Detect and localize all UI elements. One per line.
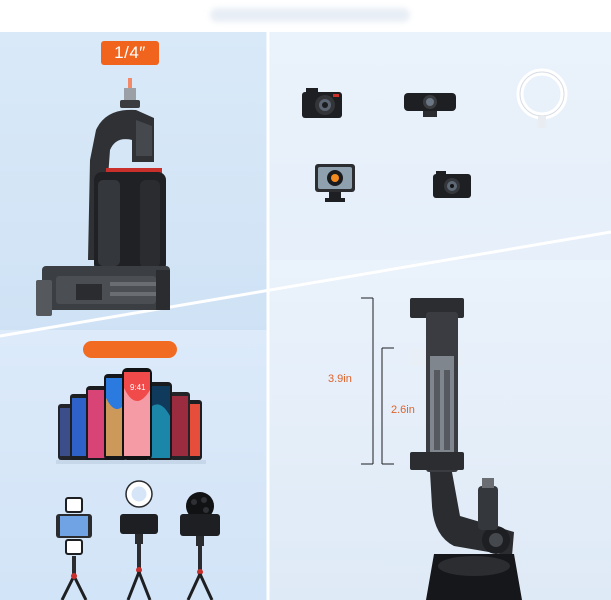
phone-mount-head-image xyxy=(36,78,170,316)
inner-height-dimension-bracket xyxy=(381,347,394,465)
screw-tip xyxy=(128,78,132,94)
outer-height-dimension-bracket xyxy=(361,297,374,465)
clamp-lower-jaw xyxy=(410,452,464,470)
screw-thread xyxy=(124,88,136,102)
screw-size-label: 1/4″ xyxy=(114,43,146,62)
top-caption-strip xyxy=(0,0,611,32)
microphone-tripod-icon xyxy=(180,492,220,600)
action-camera-icon xyxy=(315,164,355,202)
orange-caption-bar xyxy=(83,341,177,358)
outer-height-label: 3.9in xyxy=(328,373,352,385)
camera-icon xyxy=(302,88,342,118)
phone-clock: 9:41 xyxy=(130,383,146,392)
inner-height-label: 2.6in xyxy=(391,404,415,416)
phone-lineup-image: 9:41 xyxy=(56,368,206,464)
screw-size-badge: 1/4″ xyxy=(101,41,159,65)
compact-camera-icon xyxy=(433,171,471,198)
webcam-icon xyxy=(404,93,456,117)
video-light-tripod-icon xyxy=(56,497,92,600)
ring-light-icon xyxy=(516,68,568,128)
phone-clamp-image xyxy=(410,298,522,600)
ring-light-tripod-icon xyxy=(120,480,158,600)
